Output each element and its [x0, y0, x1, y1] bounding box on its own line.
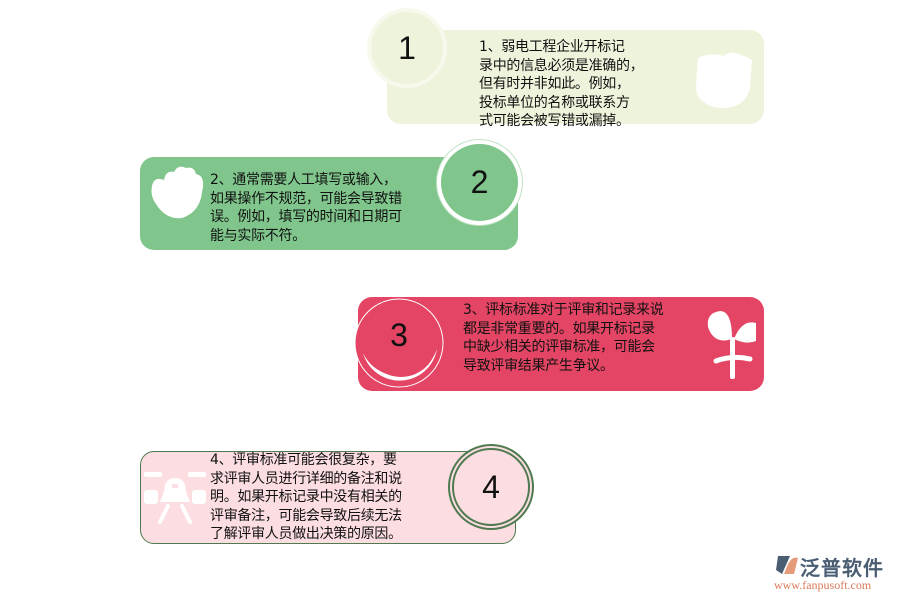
step-number-2: 2	[470, 164, 489, 200]
step-text-4: 4、评审标准可能会很复杂，要 求评审人员进行详细的备注和说 明。如果开标记录中没…	[210, 452, 402, 543]
step-text-3: 3、评标标准对于评审和记录来说 都是非常重要的。如果开标记录 中缺少相关的评审标…	[463, 302, 664, 374]
logo-url: www.fanpusoft.com	[774, 578, 872, 592]
logo-mark-icon	[776, 556, 798, 574]
lamp-icon	[144, 472, 206, 524]
step-number-circle-4: 4	[448, 444, 534, 530]
step-number-circle-2: 2	[437, 140, 522, 225]
step-number-4: 4	[482, 468, 500, 505]
step-number-circle-1: 1	[367, 8, 447, 88]
sprout-icon	[707, 311, 756, 379]
step-number-1: 1	[398, 29, 416, 66]
step-number-circle-3	[354, 298, 444, 388]
step-text-2: 2、通常需要人工填写或输入， 如果操作不规范，可能会导致错 误。例如，填写的时间…	[210, 172, 402, 244]
brand-logo: 泛普软件 www.fanpusoft.com	[768, 552, 896, 596]
step-number-3: 3	[390, 316, 408, 353]
step-text-1: 1、弱电工程企业开标记 录中的信息必须是准确的， 但有时并非如此。例如， 投标单…	[479, 39, 644, 130]
bag-icon	[696, 52, 752, 109]
logo-name: 泛普软件	[800, 556, 884, 580]
hand-icon	[151, 166, 204, 219]
